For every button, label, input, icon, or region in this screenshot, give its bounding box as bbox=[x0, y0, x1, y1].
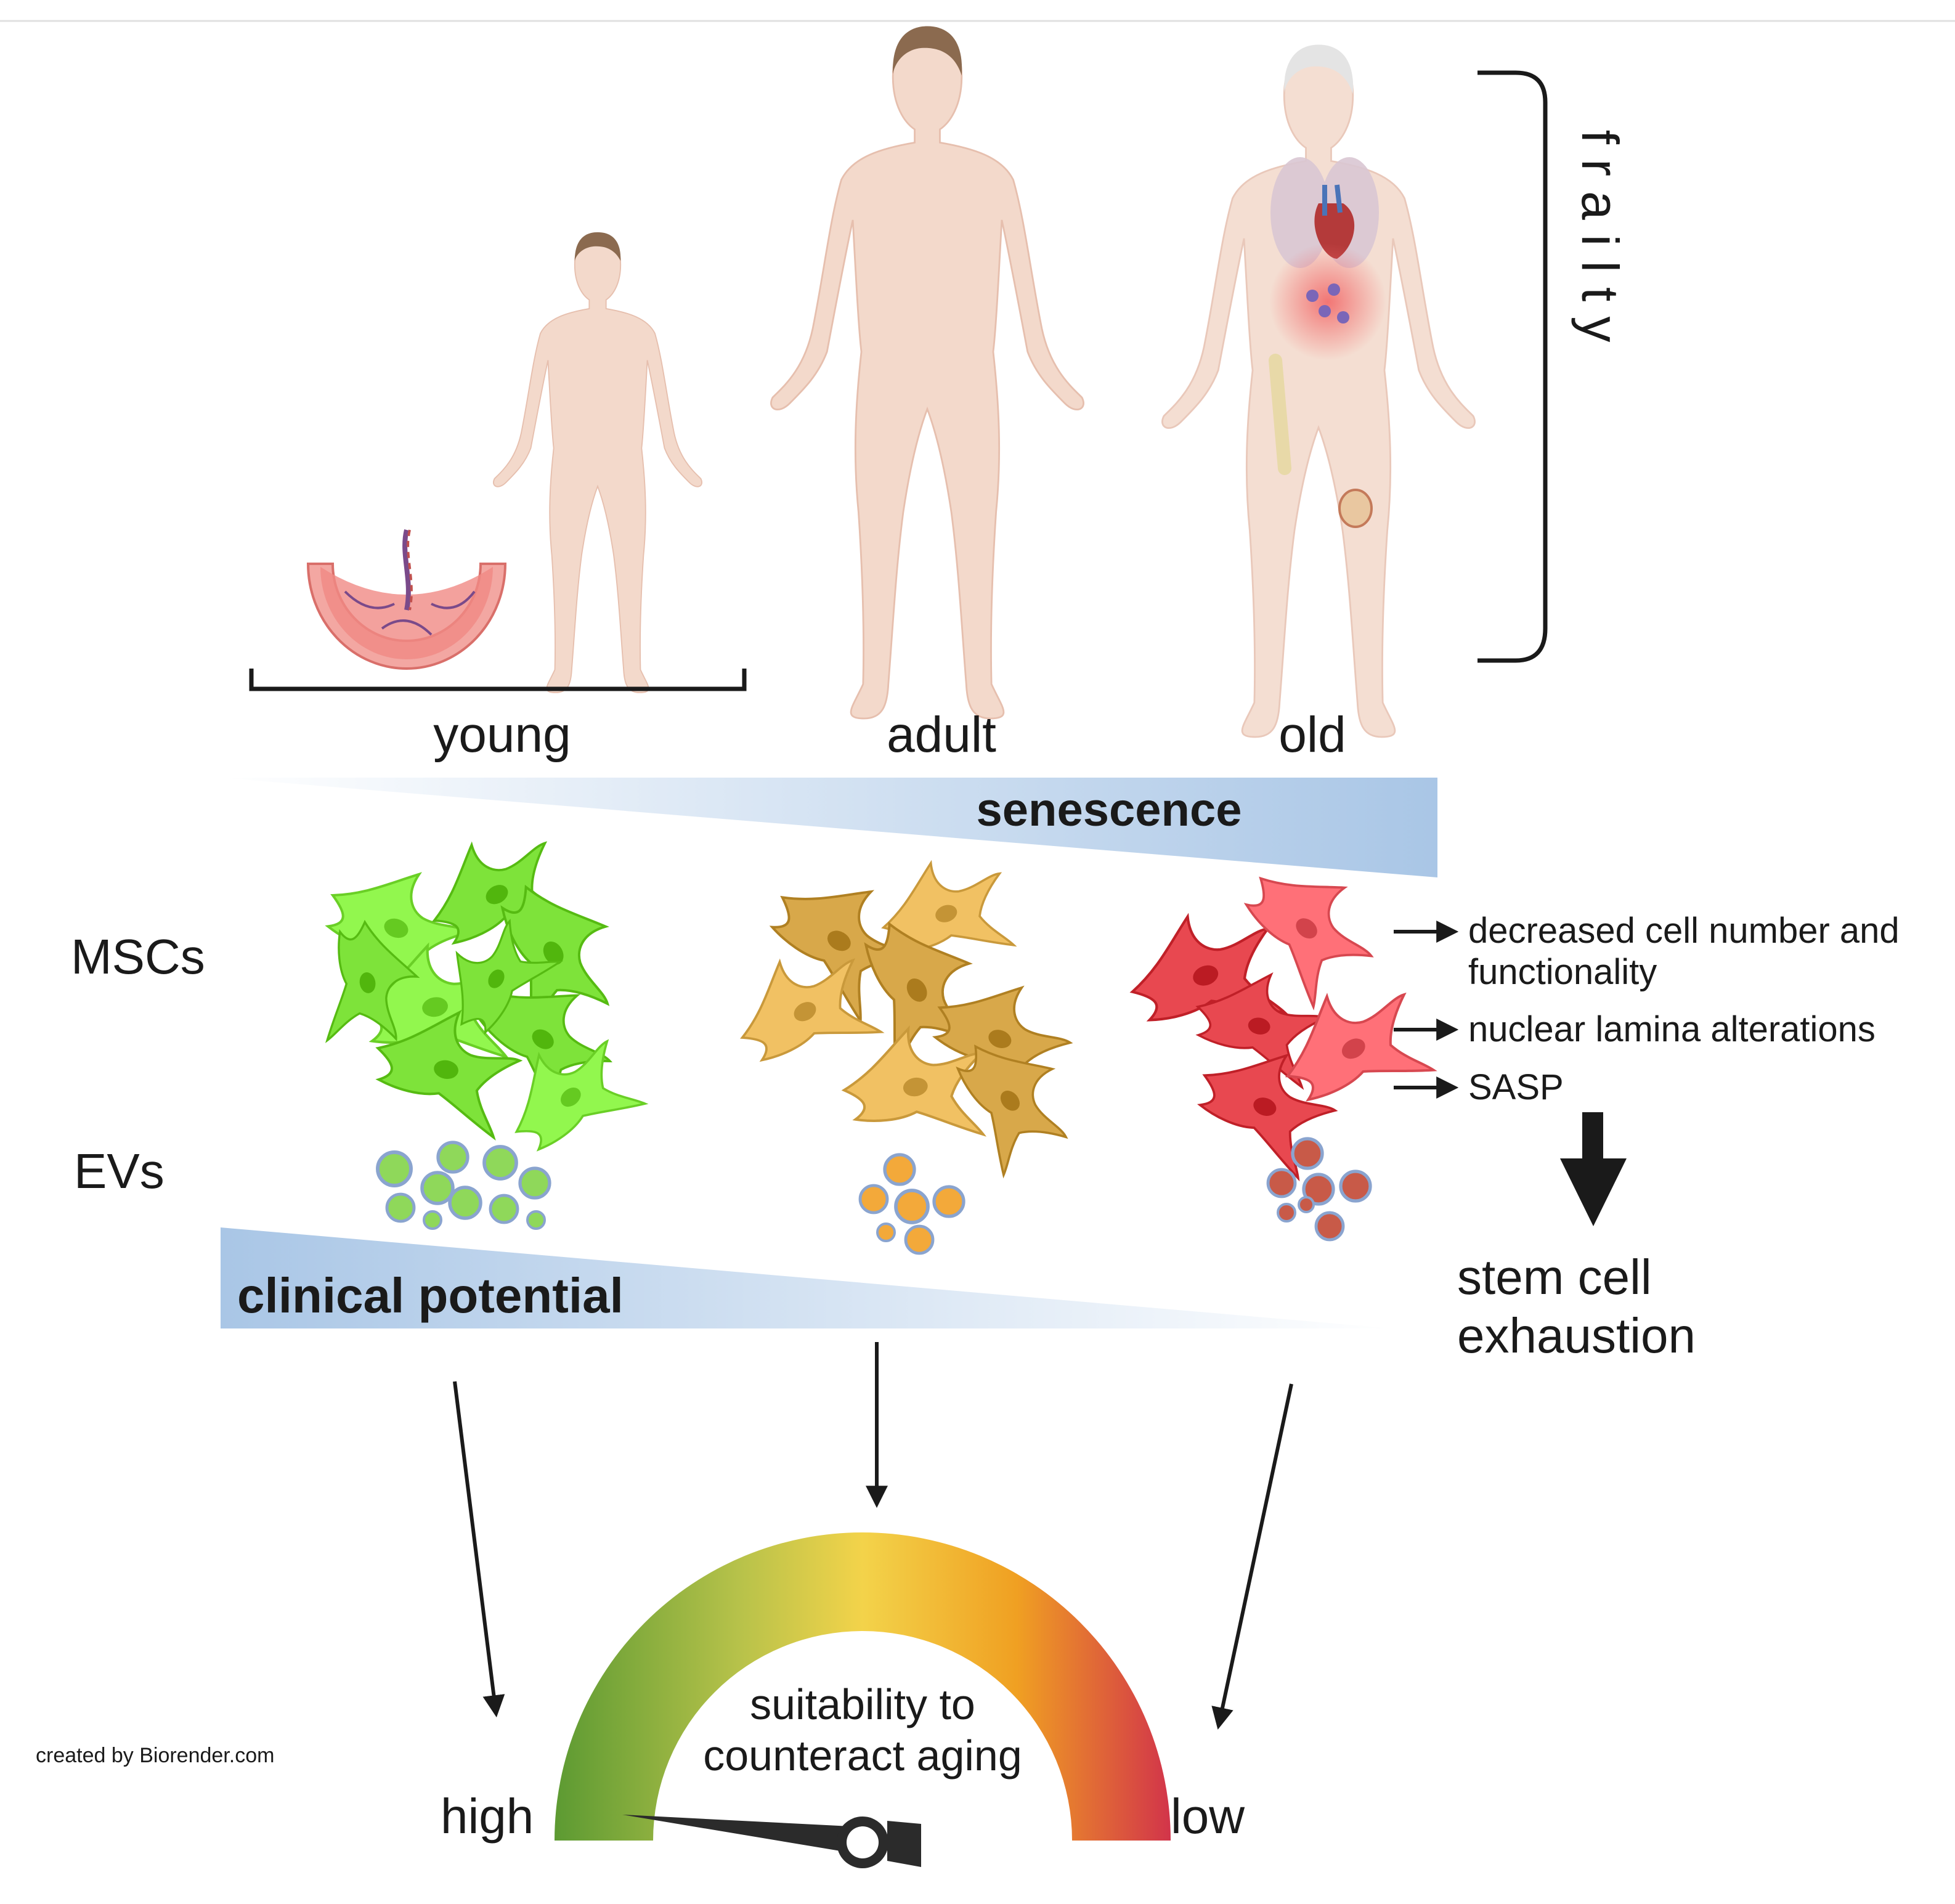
young-ev bbox=[482, 1145, 518, 1181]
young-msc-cell bbox=[455, 919, 564, 1035]
old-ev bbox=[1277, 1203, 1296, 1223]
adult-msc-cell bbox=[740, 958, 885, 1062]
young-msc-cell bbox=[375, 1009, 523, 1141]
placenta-icon bbox=[306, 529, 507, 670]
clinical-potential-label: clinical potential bbox=[237, 1268, 624, 1323]
arrow-old-to-low bbox=[1211, 1383, 1293, 1730]
effect-text-1a: decreased cell number and bbox=[1468, 911, 1900, 951]
effect-text-3: SASP bbox=[1468, 1067, 1564, 1107]
arrow-young-to-high bbox=[453, 1381, 505, 1718]
old-mscs-cluster bbox=[1129, 876, 1437, 1182]
effect-text-2: nuclear lamina alterations bbox=[1468, 1009, 1876, 1049]
gauge-label-line-2: counteract aging bbox=[703, 1731, 1022, 1780]
young-ev bbox=[385, 1192, 416, 1223]
young-msc-cell bbox=[325, 919, 420, 1043]
old-msc-cell bbox=[1243, 876, 1374, 1011]
old-ev bbox=[1314, 1211, 1345, 1242]
senescence-wedge bbox=[219, 778, 1437, 877]
outcome-line-2: exhaustion bbox=[1457, 1308, 1696, 1363]
knee-joint-icon bbox=[1338, 489, 1373, 528]
adult-ev bbox=[858, 1184, 889, 1214]
young-ev bbox=[448, 1186, 482, 1220]
senescence-label: senescence bbox=[977, 784, 1242, 836]
young-bracket bbox=[249, 669, 747, 691]
adult-msc-cell bbox=[956, 1044, 1068, 1179]
stage-label-young: young bbox=[433, 707, 571, 763]
gauge-label-high: high bbox=[441, 1789, 534, 1844]
young-msc-cell bbox=[478, 991, 612, 1121]
suitability-gauge bbox=[555, 1532, 1171, 1841]
old-evs-cluster bbox=[1266, 1137, 1372, 1242]
adult-msc-cell bbox=[841, 1025, 987, 1137]
old-msc-cell bbox=[1285, 992, 1437, 1102]
old-ev bbox=[1339, 1170, 1372, 1203]
old-ev bbox=[1291, 1137, 1324, 1170]
young-msc-cell bbox=[514, 1039, 649, 1152]
old-figure bbox=[1161, 44, 1476, 738]
frailty-label: frailty bbox=[1571, 130, 1629, 357]
gauge-label-line-1: suitability to bbox=[750, 1680, 975, 1728]
adult-ev bbox=[883, 1153, 916, 1186]
young-mscs-cluster bbox=[325, 841, 649, 1152]
old-msc-cell bbox=[1195, 972, 1328, 1090]
gauge-label-low: low bbox=[1171, 1789, 1245, 1844]
adult-ev bbox=[894, 1189, 930, 1224]
adult-msc-cell bbox=[864, 921, 973, 1074]
young-ev bbox=[423, 1210, 442, 1230]
frailty-bracket bbox=[1477, 70, 1548, 663]
young-ev bbox=[526, 1210, 546, 1230]
child-figure bbox=[493, 232, 702, 693]
young-ev bbox=[489, 1194, 519, 1224]
old-msc-cell bbox=[1197, 1053, 1338, 1182]
old-ev bbox=[1266, 1168, 1297, 1198]
adult-mscs-cluster bbox=[740, 860, 1073, 1179]
adult-ev bbox=[932, 1185, 965, 1218]
row-label-evs: EVs bbox=[74, 1144, 165, 1198]
bone-icon bbox=[1269, 354, 1291, 475]
young-ev bbox=[436, 1141, 469, 1174]
outcome-line-1: stem cell bbox=[1457, 1250, 1652, 1304]
gauge-needle-icon bbox=[622, 1815, 921, 1868]
adult-ev bbox=[904, 1224, 935, 1255]
credit-text: created by Biorender.com bbox=[36, 1744, 274, 1767]
adult-evs-cluster bbox=[858, 1153, 965, 1255]
old-ev bbox=[1298, 1196, 1315, 1213]
adult-figure bbox=[770, 26, 1084, 720]
stage-label-old: old bbox=[1278, 707, 1346, 763]
effect-text-1b: functionality bbox=[1468, 952, 1657, 992]
young-ev bbox=[518, 1166, 551, 1200]
young-ev bbox=[376, 1150, 413, 1187]
clinical-potential-wedge bbox=[221, 1227, 1392, 1328]
young-ev bbox=[420, 1171, 455, 1205]
young-evs-cluster bbox=[376, 1141, 551, 1230]
adult-ev bbox=[876, 1223, 896, 1242]
inflamed-abdomen-icon bbox=[1269, 243, 1386, 360]
old-ev bbox=[1302, 1173, 1335, 1206]
row-label-mscs: MSCs bbox=[71, 929, 205, 984]
adult-msc-cell bbox=[769, 890, 914, 1025]
stage-label-adult: adult bbox=[887, 707, 996, 763]
exhaustion-arrow-icon bbox=[1560, 1112, 1627, 1226]
